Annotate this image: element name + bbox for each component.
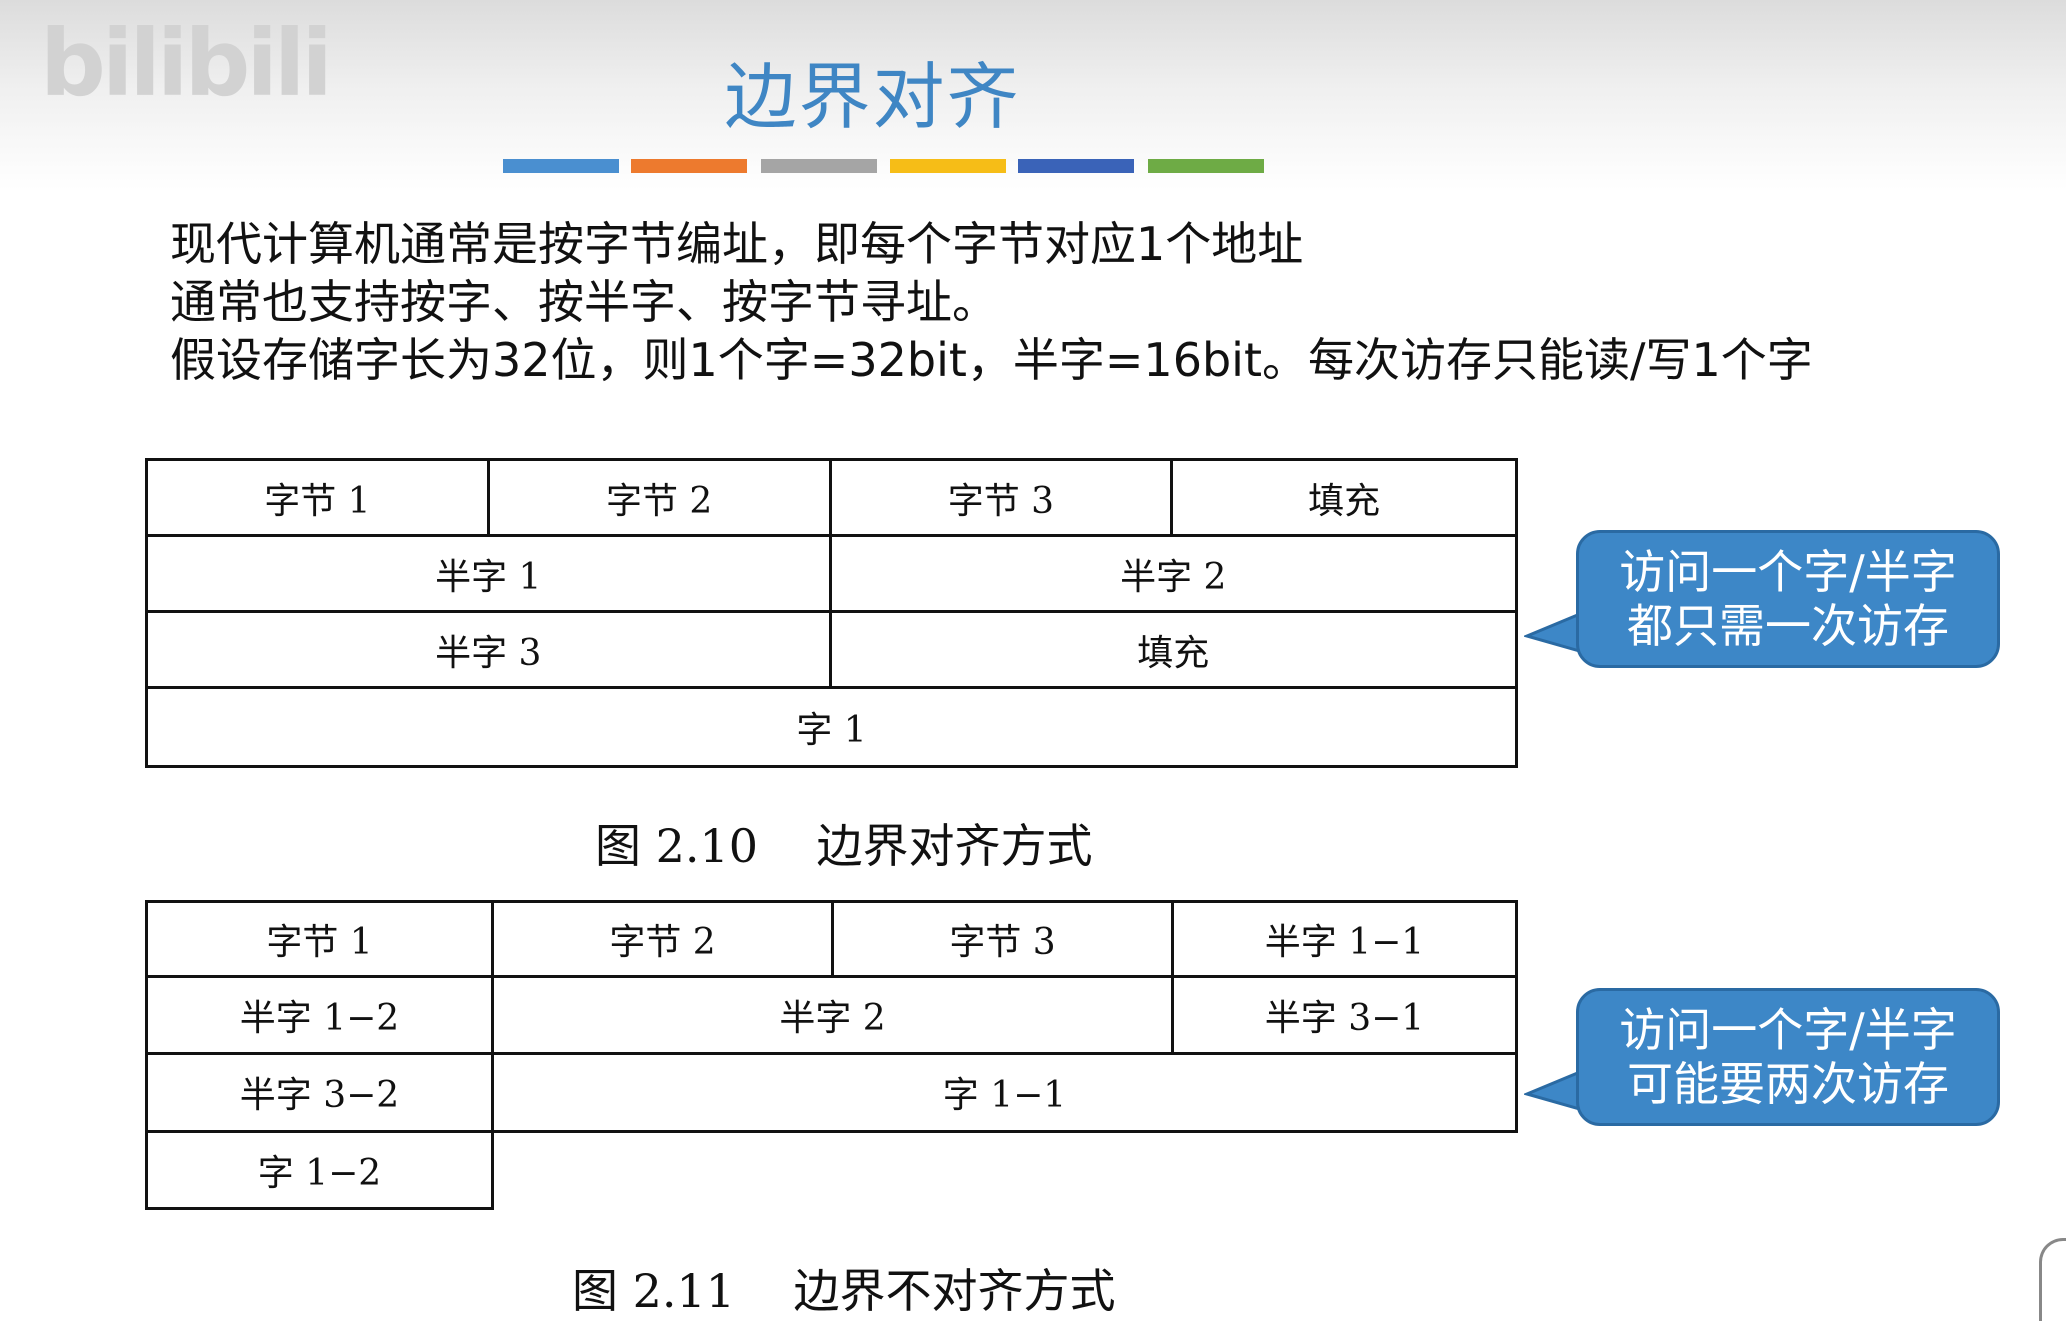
figure-caption-aligned: 图 2.10 边界对齐方式 (595, 819, 1093, 873)
video-watermark-logo: bilibili (40, 10, 333, 117)
color-bar-segment-1 (503, 159, 619, 173)
figure-caption-unaligned: 图 2.11 边界不对齐方式 (572, 1264, 1116, 1318)
callout-unaligned: 访问一个字/半字 可能要两次访存 (1576, 988, 2000, 1126)
color-bar-segment-2 (631, 159, 747, 173)
color-bar-segment-6 (1148, 159, 1264, 173)
intro-line-1: 现代计算机通常是按字节编址，即每个字节对应1个地址 (170, 217, 1304, 271)
cell-halfword-3-2: 半字 3−2 (145, 1055, 494, 1133)
cell-halfword-3-1: 半字 3−1 (1174, 977, 1518, 1055)
cell-halfword-2: 半字 2 (494, 977, 1174, 1055)
intro-line-3: 假设存储字长为32位，则1个字=32bit，半字=16bit。每次访存只能读/写… (170, 333, 1813, 387)
cell-byte-2: 字节 2 (494, 900, 834, 978)
callout-aligned: 访问一个字/半字 都只需一次访存 (1576, 530, 2000, 668)
unaligned-memory-diagram: 字节 1 字节 2 字节 3 半字 1−1 半字 1−2 半字 2 半字 3−1… (145, 900, 1518, 1210)
slide-title: 边界对齐 (724, 55, 1021, 139)
callout-line: 访问一个字/半字 (1619, 1003, 1957, 1057)
cell-byte-3: 字节 3 (834, 900, 1174, 978)
cell-halfword-1-2: 半字 1−2 (145, 977, 494, 1055)
cell-byte-3: 字节 3 (831, 461, 1174, 537)
cell-halfword-3: 半字 3 (148, 613, 832, 689)
cell-word-1-2: 字 1−2 (145, 1132, 494, 1210)
aligned-memory-diagram: 字节 1 字节 2 字节 3 填充 半字 1 半字 2 半字 3 填充 字 1 (145, 458, 1518, 768)
callout-line: 访问一个字/半字 (1619, 545, 1957, 599)
cell-halfword-2: 半字 2 (831, 537, 1515, 613)
cell-word-1: 字 1 (796, 710, 867, 751)
cell-byte-1: 字节 1 (145, 900, 494, 978)
color-bar-segment-4 (890, 159, 1006, 173)
intro-line-2: 通常也支持按字、按半字、按字节寻址。 (170, 275, 998, 329)
cell-word-1-1: 字 1−1 (494, 1055, 1518, 1133)
cell-padding: 填充 (1173, 461, 1515, 537)
cell-padding: 填充 (831, 613, 1515, 689)
callout-line: 都只需一次访存 (1627, 599, 1949, 653)
scroll-corner-indicator (2039, 1238, 2066, 1321)
color-bar-segment-3 (761, 159, 877, 173)
slide-header-band (0, 0, 2066, 190)
callout-line: 可能要两次访存 (1627, 1057, 1949, 1111)
cell-halfword-1: 半字 1 (148, 537, 832, 613)
cell-byte-1: 字节 1 (148, 461, 490, 537)
cell-byte-2: 字节 2 (489, 461, 832, 537)
color-bar-segment-5 (1018, 159, 1134, 173)
intro-text: 现代计算机通常是按字节编址，即每个字节对应1个地址 通常也支持按字、按半字、按字… (170, 215, 1813, 389)
cell-halfword-1-1: 半字 1−1 (1174, 900, 1518, 978)
